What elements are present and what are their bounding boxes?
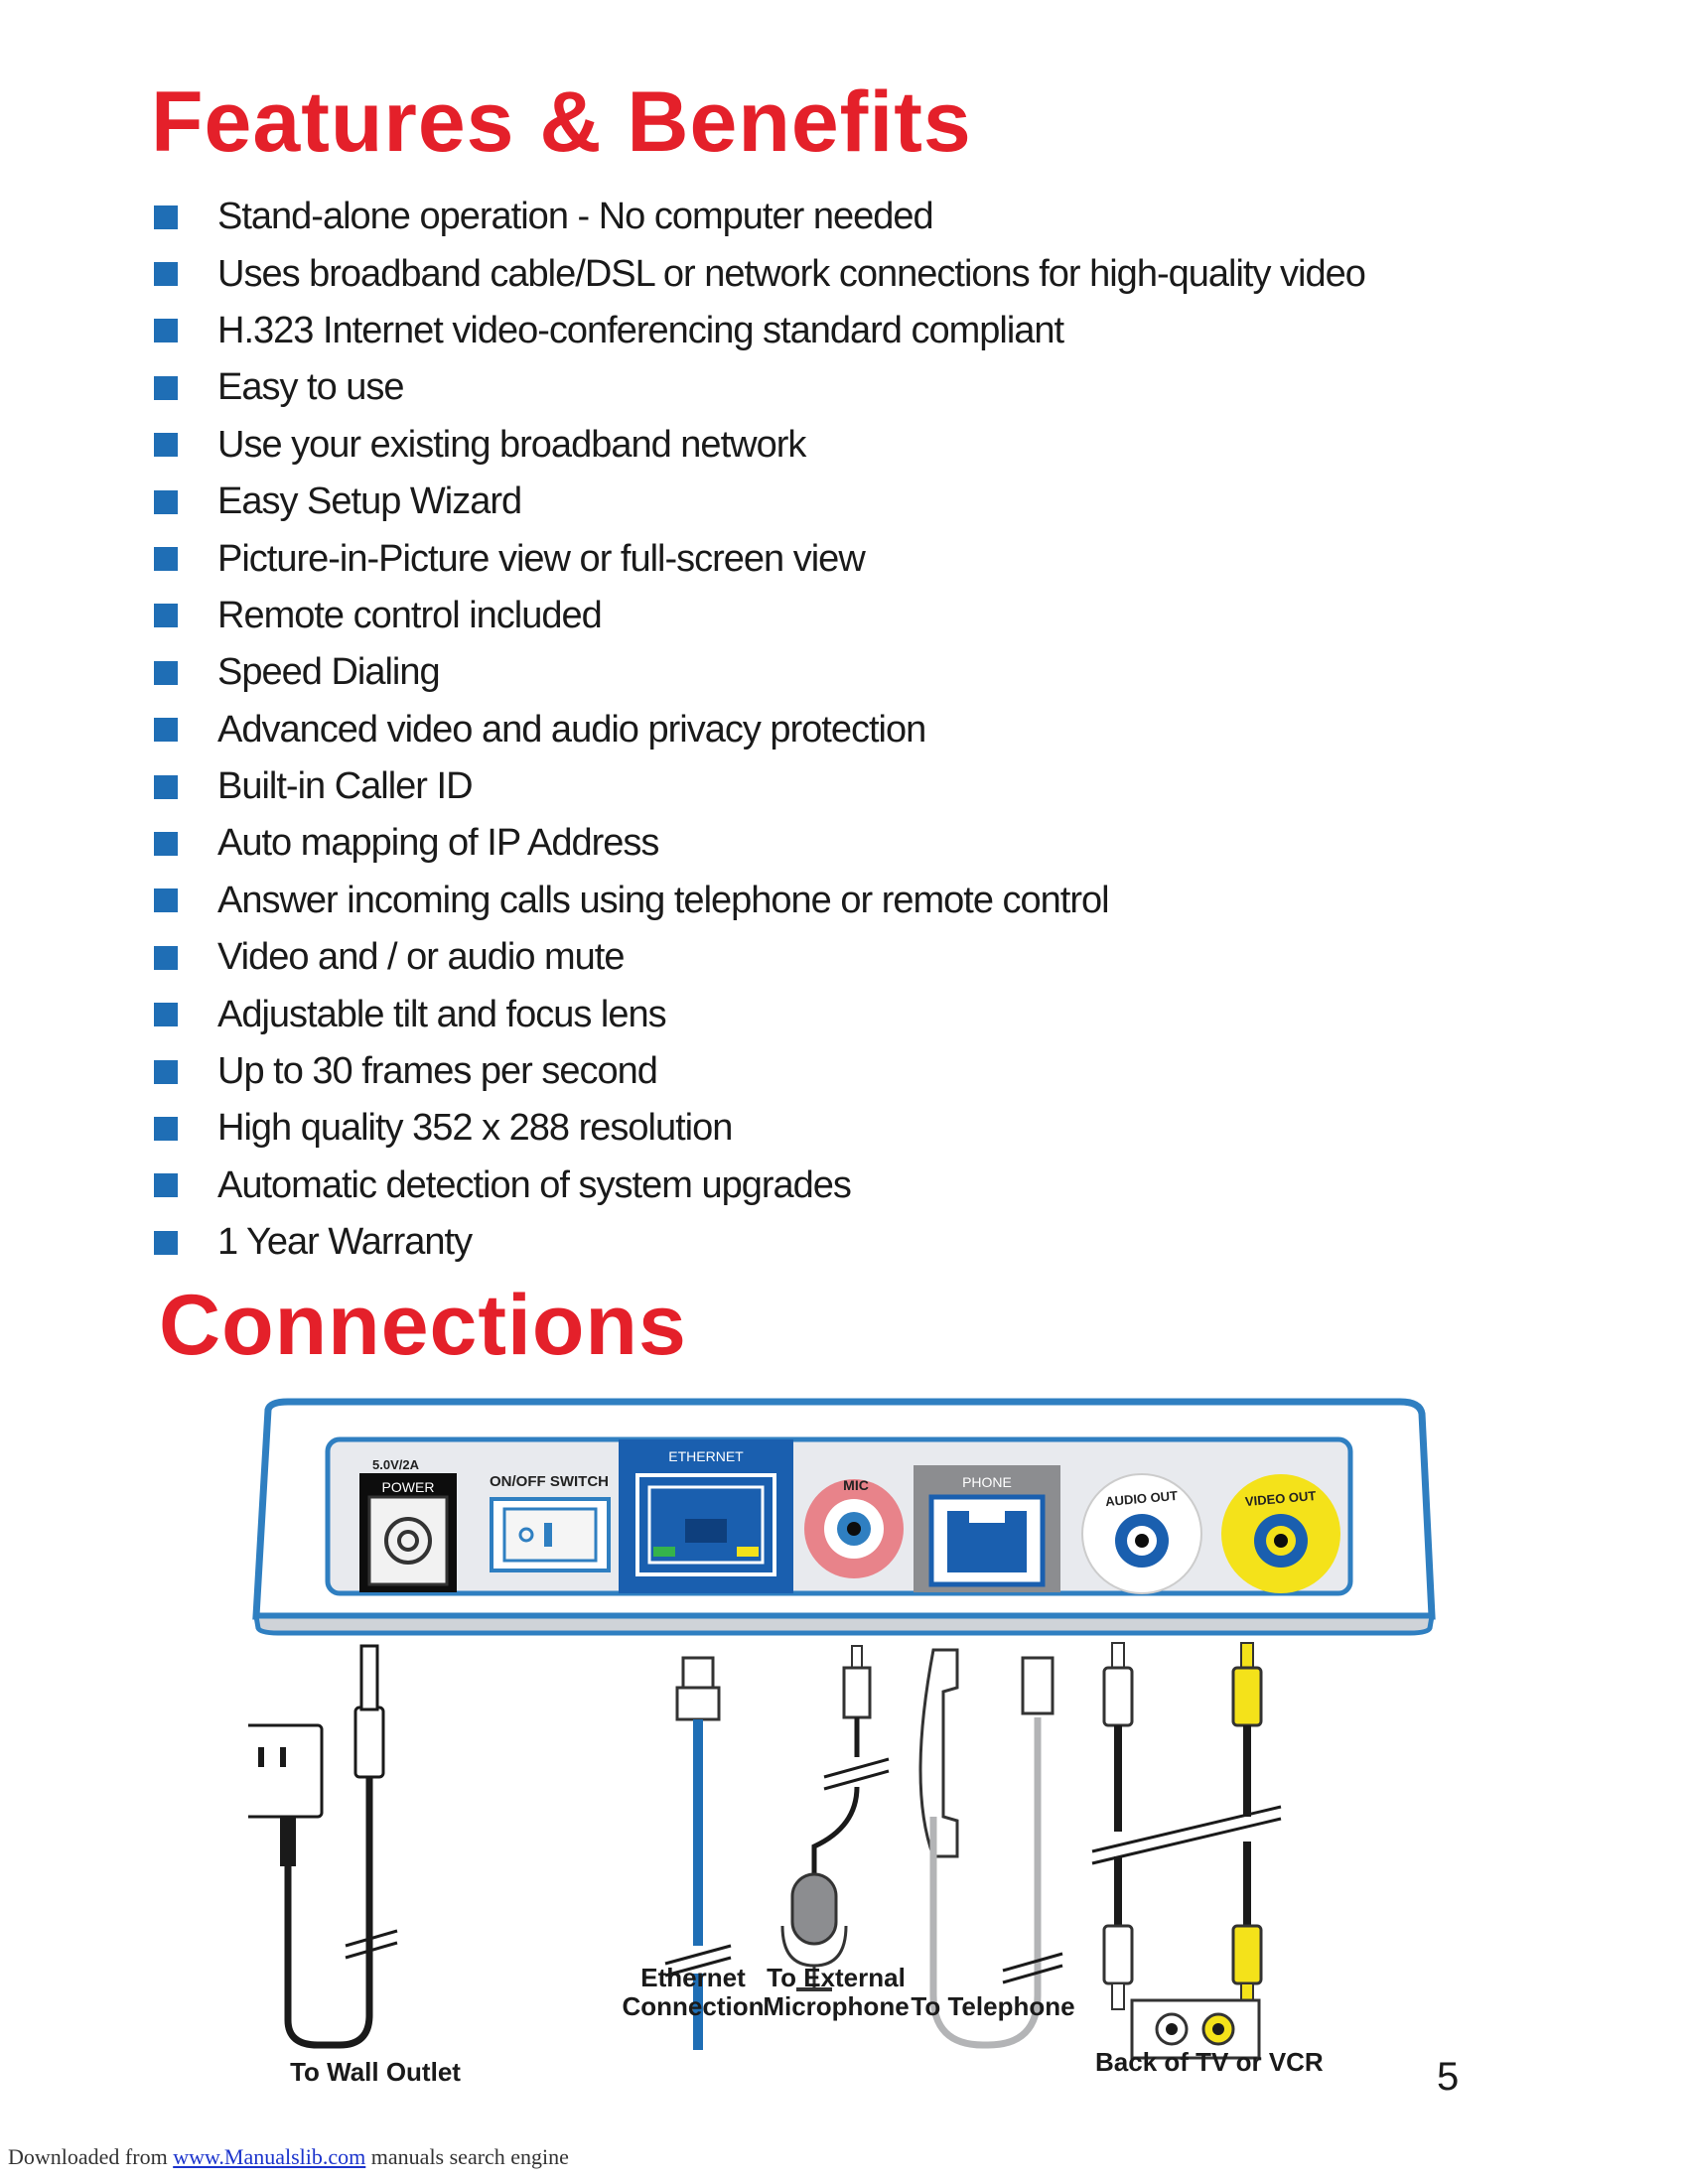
feature-text: Easy to use (217, 366, 405, 409)
list-item: Use your existing broadband network (154, 417, 1365, 474)
tv-vcr-label: Back of TV or VCR (1095, 2047, 1324, 2077)
square-bullet-icon (154, 262, 178, 287)
feature-text: Auto mapping of IP Address (217, 822, 659, 865)
feature-text: Easy Setup Wizard (217, 480, 522, 523)
list-item: Video and / or audio mute (154, 929, 1365, 986)
square-bullet-icon (154, 489, 178, 514)
list-item: Advanced video and audio privacy protect… (154, 702, 1365, 758)
list-item: Automatic detection of system upgrades (154, 1158, 1365, 1214)
square-bullet-icon (154, 604, 178, 628)
list-item: Picture-in-Picture view or full-screen v… (154, 530, 1365, 587)
ethernet-connection-label-2: Connection (623, 1991, 765, 2021)
list-item: Stand-alone operation - No computer need… (154, 189, 1365, 245)
audio-rca-cable (1102, 1642, 1134, 2010)
square-bullet-icon (154, 888, 178, 913)
external-mic-label-1: To External (767, 1963, 906, 1992)
feature-text: Advanced video and audio privacy protect… (217, 708, 926, 751)
footer-prefix: Downloaded from (8, 2144, 174, 2169)
tv-back-panel (1130, 1998, 1261, 2060)
square-bullet-icon (154, 433, 178, 458)
features-title: Features & Benefits (151, 74, 972, 170)
power-rating-label: 5.0V/2A (372, 1457, 420, 1472)
ethernet-cable (664, 1656, 732, 2050)
square-bullet-icon (154, 774, 178, 799)
phone-port: PHONE (914, 1465, 1060, 1592)
list-item: Answer incoming calls using telephone or… (154, 873, 1365, 929)
video-out-label: VIDEO OUT (1244, 1488, 1317, 1509)
video-rca-cable (1091, 1642, 1282, 2010)
mic-label: MIC (843, 1477, 869, 1493)
switch-label: ON/OFF SWITCH (490, 1473, 609, 1490)
telephone-label: To Telephone (911, 1991, 1074, 2021)
square-bullet-icon (154, 1116, 178, 1141)
feature-text: Use your existing broadband network (217, 423, 806, 466)
power-port: 5.0V/2A POWER (359, 1457, 457, 1592)
phone-label: PHONE (962, 1474, 1012, 1490)
feature-text: Built-in Caller ID (217, 765, 474, 808)
ethernet-connection-label-1: Ethernet (640, 1963, 746, 1992)
list-item: Uses broadband cable/DSL or network conn… (154, 245, 1366, 302)
square-bullet-icon (154, 1230, 178, 1255)
video-out-port: VIDEO OUT (1221, 1474, 1340, 1593)
square-bullet-icon (154, 375, 178, 400)
square-bullet-icon (154, 831, 178, 856)
footer-suffix: manuals search engine (365, 2144, 569, 2169)
connection-labels: To Wall Outlet Ethernet Connection To Ex… (290, 1963, 1075, 2085)
external-mic-label-2: Microphone (763, 1991, 909, 2021)
list-item: Adjustable tilt and focus lens (154, 986, 1365, 1042)
feature-text: Video and / or audio mute (217, 936, 625, 979)
audio-out-port: AUDIO OUT (1081, 1473, 1202, 1594)
telephone-handset (918, 1648, 1063, 2049)
audio-out-label: AUDIO OUT (1105, 1488, 1179, 1509)
list-item: H.323 Internet video-conferencing standa… (154, 303, 1365, 359)
wall-outlet-label: To Wall Outlet (290, 2057, 461, 2085)
feature-text: H.323 Internet video-conferencing standa… (217, 309, 1064, 351)
mic-port: MIC (804, 1477, 904, 1578)
power-switch: ON/OFF SWITCH (490, 1473, 611, 1572)
feature-text: Remote control included (217, 594, 603, 636)
feature-text: Up to 30 frames per second (217, 1050, 658, 1093)
manualslib-link[interactable]: www.Manualslib.com (173, 2144, 366, 2169)
feature-text: Picture-in-Picture view or full-screen v… (217, 537, 866, 580)
square-bullet-icon (154, 319, 178, 343)
list-item: Remote control included (154, 588, 1365, 644)
feature-text: Answer incoming calls using telephone or… (217, 879, 1110, 921)
list-item: 1 Year Warranty (154, 1214, 1365, 1271)
square-bullet-icon (154, 1059, 178, 1084)
feature-text: Automatic detection of system upgrades (217, 1163, 852, 1206)
page-number: 5 (1437, 2055, 1460, 2099)
list-item: Speed Dialing (154, 644, 1365, 701)
connections-diagram: 5.0V/2A POWER ON/OFF SWITCH ETHERNET MIC… (248, 1398, 1436, 2085)
list-item: Easy Setup Wizard (154, 474, 1365, 530)
list-item: High quality 352 x 288 resolution (154, 1100, 1365, 1157)
ethernet-label: ETHERNET (668, 1448, 744, 1464)
list-item: Auto mapping of IP Address (154, 815, 1365, 872)
features-list: Stand-alone operation - No computer need… (154, 189, 1366, 1271)
connections-title: Connections (159, 1278, 687, 1373)
square-bullet-icon (154, 1003, 178, 1027)
power-adapter (248, 1644, 398, 2049)
list-item: Built-in Caller ID (154, 758, 1365, 815)
square-bullet-icon (154, 205, 178, 229)
feature-text: Uses broadband cable/DSL or network conn… (217, 252, 1366, 295)
square-bullet-icon (154, 547, 178, 572)
footer: Downloaded from www.Manualslib.com manua… (8, 2144, 569, 2170)
square-bullet-icon (154, 1173, 178, 1198)
square-bullet-icon (154, 718, 178, 743)
feature-text: Speed Dialing (217, 651, 441, 694)
ethernet-port: ETHERNET (619, 1439, 793, 1593)
feature-text: 1 Year Warranty (217, 1221, 473, 1264)
list-item: Up to 30 frames per second (154, 1043, 1365, 1100)
list-item: Easy to use (154, 359, 1365, 416)
feature-text: Stand-alone operation - No computer need… (217, 196, 934, 238)
feature-text: Adjustable tilt and focus lens (217, 993, 667, 1035)
microphone (780, 1645, 890, 1991)
power-label: POWER (382, 1479, 435, 1495)
square-bullet-icon (154, 945, 178, 970)
square-bullet-icon (154, 660, 178, 685)
feature-text: High quality 352 x 288 resolution (217, 1107, 733, 1150)
